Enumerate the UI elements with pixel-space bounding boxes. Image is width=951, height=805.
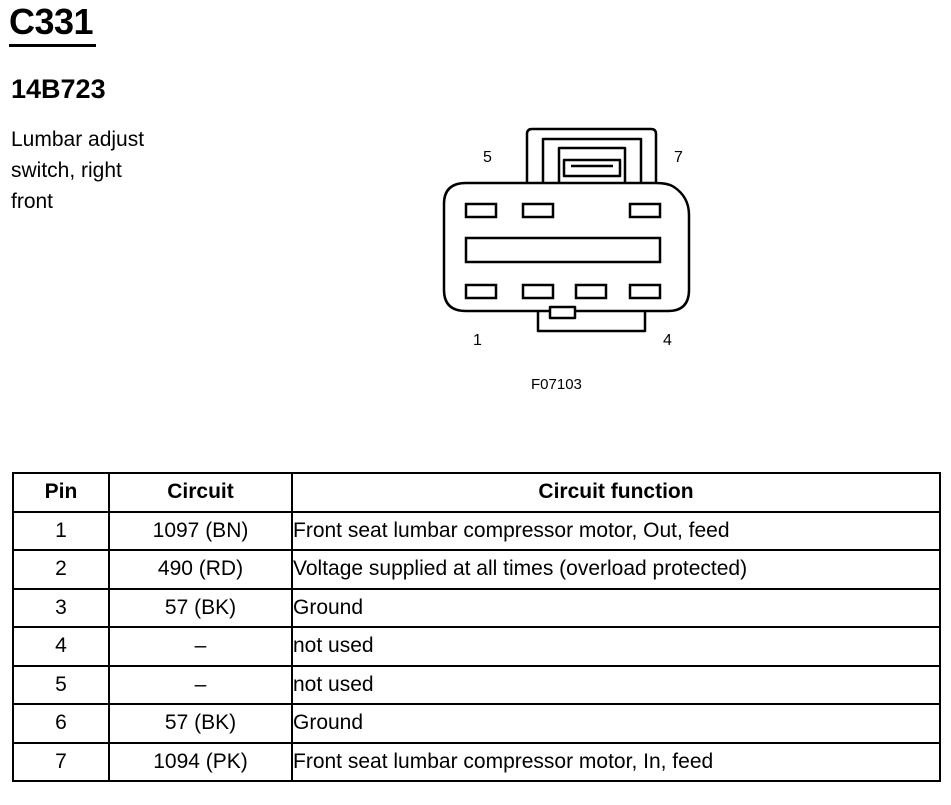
column-header-function: Circuit function	[291, 472, 941, 513]
table-row: 5 – not used	[12, 664, 941, 705]
latch-slot	[562, 158, 622, 178]
table-row: 7 1094 (PK) Front seat lumbar compressor…	[12, 741, 941, 782]
function-cell: Front seat lumbar compressor motor, Out,…	[291, 510, 941, 551]
pin-cell: 3	[12, 587, 110, 628]
circuit-cell: –	[108, 664, 293, 705]
keying-tab	[536, 311, 647, 333]
figure-code: F07103	[531, 376, 582, 393]
pin-label-top-right: 7	[674, 149, 683, 166]
title-underline	[9, 44, 96, 47]
pin-cavity-6	[521, 202, 555, 219]
circuit-cell: 1094 (PK)	[108, 741, 293, 782]
pin-label-bottom-left: 1	[473, 332, 482, 349]
connector-description: Lumbar adjust switch, right front	[11, 128, 145, 213]
pin-label-top-left: 5	[483, 149, 492, 166]
pin-cavity-3	[574, 283, 608, 300]
connector-face-diagram: 5 7 1 4 F07103	[442, 127, 691, 393]
pin-cavity-1	[464, 283, 498, 300]
pinout-table: Pin Circuit Circuit function 1 1097 (BN)…	[12, 472, 941, 782]
pin-cell: 4	[12, 626, 110, 667]
column-header-pin: Pin	[12, 472, 110, 513]
table-row: 6 57 (BK) Ground	[12, 703, 941, 744]
latch-outer	[541, 137, 643, 183]
pin-cavity-2	[521, 283, 555, 300]
keying-notch	[548, 305, 577, 320]
function-cell: not used	[291, 664, 941, 705]
pin-cell: 6	[12, 703, 110, 744]
connector-housing	[442, 181, 691, 313]
table-header-row: Pin Circuit Circuit function	[12, 472, 941, 513]
pin-cavity-7	[628, 202, 662, 219]
locking-tab	[525, 127, 658, 183]
column-header-circuit: Circuit	[108, 472, 293, 513]
function-cell: Ground	[291, 587, 941, 628]
pin-cell: 2	[12, 549, 110, 590]
pin-label-bottom-right: 4	[663, 332, 672, 349]
circuit-cell: 1097 (BN)	[108, 510, 293, 551]
connector-id: C331	[9, 1, 94, 42]
circuit-cell: –	[108, 626, 293, 667]
function-cell: Voltage supplied at all times (overload …	[291, 549, 941, 590]
pin-cell: 5	[12, 664, 110, 705]
function-cell: Front seat lumbar compressor motor, In, …	[291, 741, 941, 782]
table-row: 2 490 (RD) Voltage supplied at all times…	[12, 549, 941, 590]
table-row: 3 57 (BK) Ground	[12, 587, 941, 628]
function-cell: Ground	[291, 703, 941, 744]
circuit-cell: 490 (RD)	[108, 549, 293, 590]
latch-inner	[557, 146, 627, 183]
pin-cavity-5	[464, 202, 498, 219]
table-row: 1 1097 (BN) Front seat lumbar compressor…	[12, 510, 941, 551]
pin-cell: 7	[12, 741, 110, 782]
function-cell: not used	[291, 626, 941, 667]
circuit-cell: 57 (BK)	[108, 703, 293, 744]
table-row: 4 – not used	[12, 626, 941, 667]
center-slot	[464, 236, 662, 264]
pin-cell: 1	[12, 510, 110, 551]
part-number: 14B723	[11, 74, 106, 104]
circuit-cell: 57 (BK)	[108, 587, 293, 628]
pin-cavity-4	[628, 283, 662, 300]
